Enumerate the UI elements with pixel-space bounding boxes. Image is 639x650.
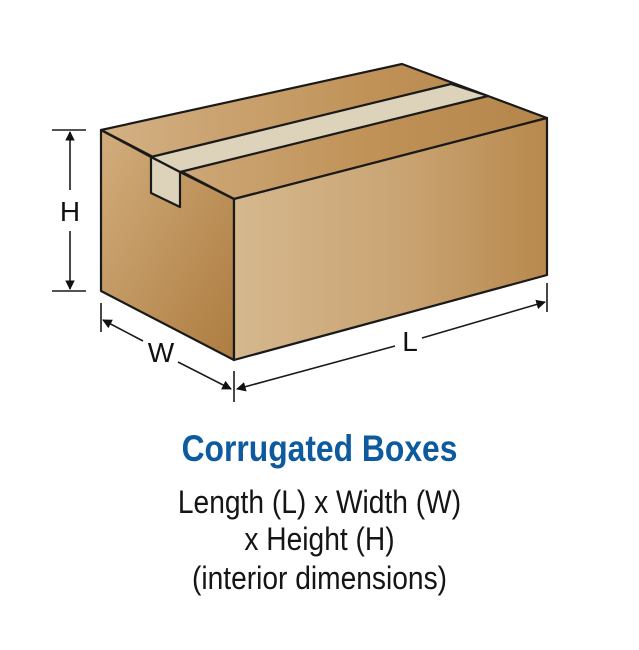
- diagram-title: Corrugated Boxes: [181, 428, 458, 469]
- length-arrow-left-icon: [236, 345, 396, 392]
- length-label: L: [402, 326, 418, 357]
- box-flap-seam-top: [100, 129, 152, 158]
- corrugated-box-diagram: H W L: [52, 62, 549, 402]
- dimension-formula-line-2: x Height (H): [244, 521, 395, 557]
- box-front-face: [232, 116, 549, 362]
- height-dimension: H: [52, 129, 86, 292]
- width-label: W: [148, 337, 175, 368]
- width-arrow-left-icon: [102, 319, 144, 342]
- width-arrow-right-icon: [177, 361, 232, 390]
- dimension-note: (interior dimensions): [191, 560, 448, 596]
- height-label: H: [60, 196, 80, 227]
- box-body: [99, 62, 549, 362]
- box-flap-seam: [179, 171, 235, 200]
- width-dimension: W: [100, 303, 235, 402]
- length-dimension: L: [236, 283, 548, 392]
- length-arrow-right-icon: [421, 299, 546, 339]
- packing-tape-flap: [149, 155, 182, 209]
- dimension-formula-line-1: Length (L) x Width (W): [177, 484, 462, 520]
